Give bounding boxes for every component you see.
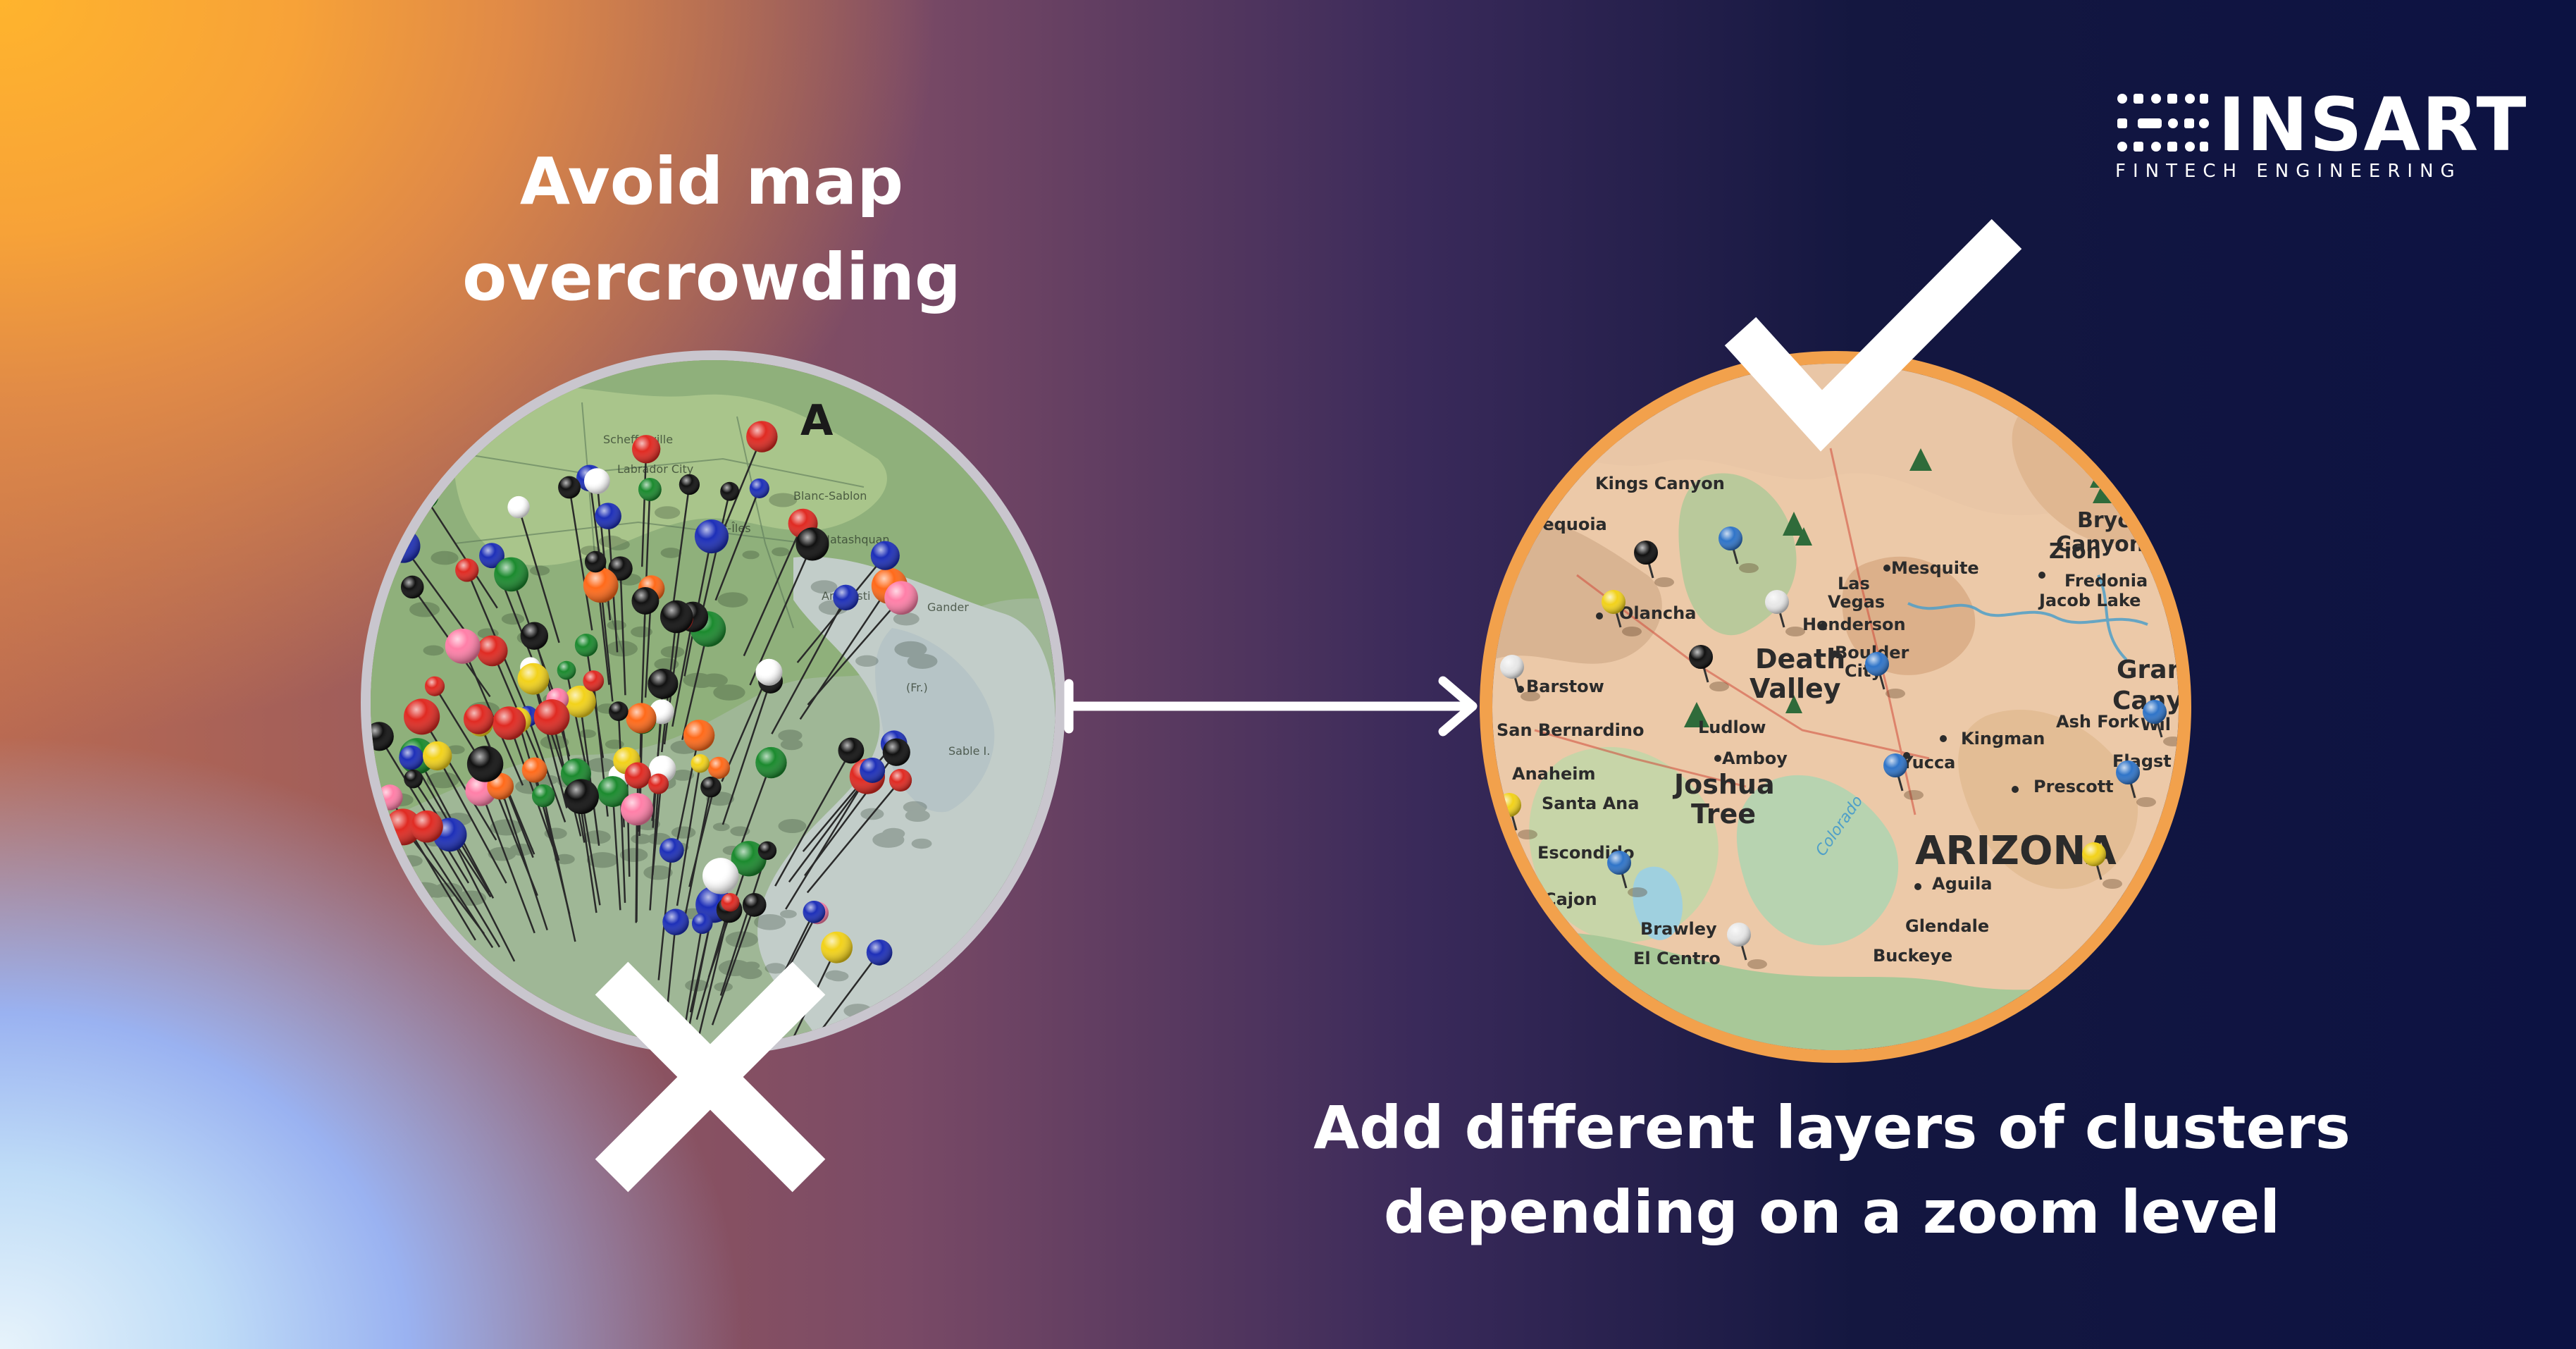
map-label-valley: Valley	[1750, 673, 1841, 704]
map-label-amboy: Amboy	[1722, 749, 1788, 768]
svg-text:Natashquan: Natashquan	[822, 533, 890, 546]
logo-tagline: FINTECH ENGINEERING	[2115, 161, 2462, 182]
svg-text:Labrador City: Labrador City	[617, 462, 693, 476]
crowded-map-drawing: Schefferville Labrador City Blanc-Sablon…	[371, 360, 1055, 1045]
left-headline: Avoid map overcrowding	[395, 134, 1029, 326]
map-label-anaheim: Anaheim	[1512, 764, 1595, 784]
right-headline: Add different layers of clusters dependi…	[1261, 1085, 2403, 1255]
svg-text:Sable I.: Sable I.	[948, 744, 990, 758]
right-headline-line2: depending on a zoom level	[1383, 1178, 2281, 1247]
map-label-grand: Gran	[2117, 655, 2179, 684]
checkmark-icon	[1724, 218, 2022, 452]
map-label-jacob-lake: Jacob Lake	[2038, 591, 2141, 610]
svg-text:(Fr.): (Fr.)	[906, 681, 928, 694]
map-label-ash-fork: Ash Fork	[2056, 712, 2140, 732]
zoomed-map-image: ARIZONA Death Valley Joshua Tree Zion Br…	[1480, 351, 2191, 1063]
left-headline-line2: overcrowding	[462, 240, 961, 315]
map-label-zion: Zion	[2049, 539, 2101, 564]
svg-text:Blanc-Sablon: Blanc-Sablon	[793, 489, 867, 503]
map-label-canyon: Canyon	[2056, 532, 2144, 557]
map-label-san-bernardino: San Bernardino	[1497, 720, 1644, 740]
map-label-aguila: Aguila	[1932, 874, 1993, 894]
map-label-death: Death	[1755, 643, 1845, 674]
map-label-buckeye: Buckeye	[1873, 946, 1952, 966]
map-label-tree: Tree	[1691, 799, 1756, 830]
logo-wordmark: INSART	[2218, 82, 2528, 168]
map-label-barstow: Barstow	[1526, 677, 1604, 696]
map-label-olancha: Olancha	[1619, 603, 1696, 623]
map-label-prescott: Prescott	[2033, 777, 2114, 796]
right-headline-line1: Add different layers of clusters	[1313, 1093, 2351, 1162]
map-label-el-centro: El Centro	[1633, 949, 1721, 968]
map-label-joshua: Joshua	[1672, 769, 1775, 800]
map-label-kingman: Kingman	[1961, 729, 2045, 749]
map-label-glendale: Glendale	[1905, 916, 1989, 936]
map-label-las: Las	[1838, 574, 1870, 593]
insart-logo: INSART FINTECH ENGINEERING	[2114, 85, 2526, 190]
map-label-kings-canyon: Kings Canyon	[1595, 474, 1725, 493]
map-label-santa-ana: Santa Ana	[1542, 794, 1639, 813]
map-label-fredonia: Fredonia	[2064, 571, 2148, 591]
cross-icon	[595, 961, 826, 1193]
svg-text:A: A	[800, 396, 834, 445]
map-label-brawley: Brawley	[1640, 919, 1717, 939]
svg-text:Gander: Gander	[927, 600, 969, 614]
insart-logo-mark-icon	[2117, 94, 2209, 152]
arrow-right-icon	[1064, 676, 1478, 737]
crowded-map-image: Schefferville Labrador City Blanc-Sablon…	[361, 350, 1065, 1055]
map-label-vegas: Vegas	[1828, 592, 1885, 612]
map-label-henderson: Henderson	[1802, 615, 1906, 634]
map-label-mesquite: Mesquite	[1891, 558, 1979, 578]
left-headline-line1: Avoid map	[519, 144, 904, 219]
map-label-ludlow: Ludlow	[1698, 717, 1766, 737]
